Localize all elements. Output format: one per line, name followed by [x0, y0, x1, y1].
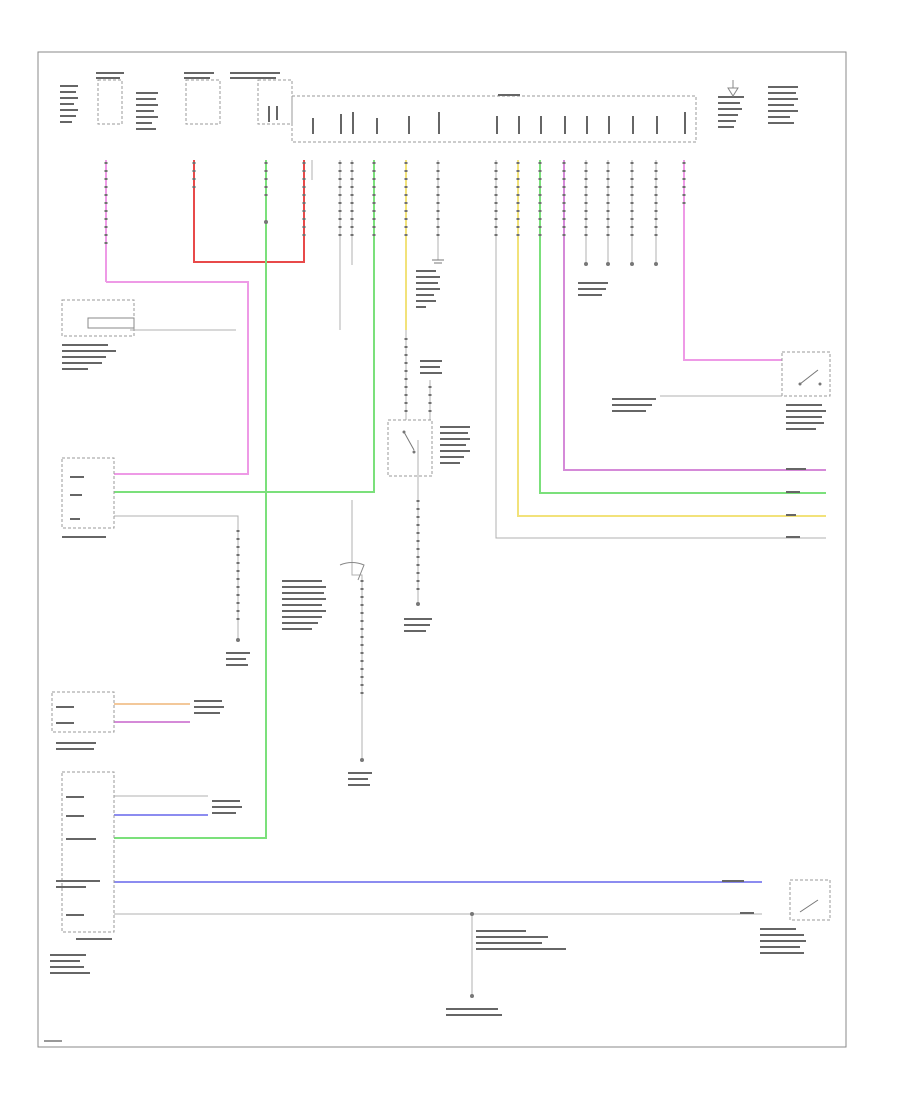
ground-symbols — [432, 259, 444, 264]
connector-marks — [104, 162, 686, 700]
wire-runs — [105, 160, 826, 996]
splice-dots — [236, 220, 658, 998]
right-components — [578, 282, 831, 954]
left-components — [50, 299, 135, 974]
center-components — [194, 270, 566, 1016]
diagram-frame — [37, 51, 847, 1048]
top-power-sources — [60, 72, 798, 143]
footer-label — [44, 1040, 62, 1042]
